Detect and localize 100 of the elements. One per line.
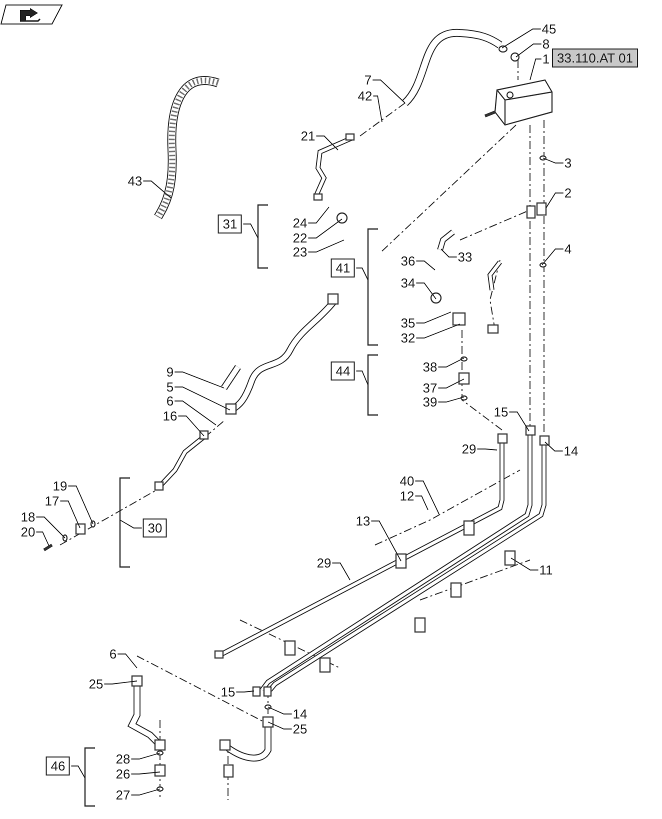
callout-number: 27 bbox=[116, 788, 130, 802]
leader-line bbox=[356, 370, 368, 386]
leader-line bbox=[70, 766, 86, 778]
leader-line bbox=[440, 248, 458, 258]
callout-number: 13 bbox=[356, 514, 370, 528]
leader-line bbox=[68, 486, 94, 524]
leader-line bbox=[60, 500, 80, 528]
leader-line bbox=[104, 680, 138, 684]
leader-line bbox=[178, 416, 204, 436]
leader-line bbox=[36, 532, 50, 546]
callout-number: 42 bbox=[358, 88, 372, 104]
leader-line bbox=[414, 496, 428, 510]
leader-line bbox=[268, 722, 292, 730]
leader-line bbox=[438, 358, 464, 368]
callout-number: 20 bbox=[20, 524, 36, 540]
leader-line bbox=[242, 224, 258, 238]
leader-line bbox=[516, 44, 542, 58]
callout-number: 14 bbox=[292, 706, 308, 722]
kit-number-box: 41 bbox=[330, 258, 356, 278]
leader-line bbox=[370, 520, 402, 562]
leader-line bbox=[502, 28, 542, 48]
kit-number-box: 44 bbox=[330, 362, 356, 380]
callout-number: 2 bbox=[564, 186, 572, 200]
callout-number: 43 bbox=[128, 174, 142, 188]
callout-number: 9 bbox=[166, 364, 174, 380]
callout-number: 37 bbox=[422, 380, 438, 396]
callout-number: 11 bbox=[539, 562, 553, 578]
callout-number: 15 bbox=[220, 684, 236, 700]
leader-line bbox=[308, 218, 342, 238]
leader-line bbox=[332, 562, 350, 580]
leader-line bbox=[510, 558, 539, 570]
leader-line bbox=[438, 378, 464, 388]
callout-number: 22 bbox=[292, 230, 308, 246]
leader-line bbox=[308, 206, 330, 224]
callout-number: 33 bbox=[458, 250, 472, 264]
leader-line bbox=[542, 158, 564, 164]
leader-line bbox=[530, 58, 542, 80]
callout-number: 38 bbox=[422, 360, 438, 374]
callout-number: 40 bbox=[400, 474, 414, 488]
leader-line bbox=[236, 690, 254, 692]
callout-number: 3 bbox=[564, 156, 572, 170]
callout-number: 32 bbox=[400, 330, 416, 346]
callout-number: 12 bbox=[400, 488, 414, 504]
leader-line bbox=[268, 706, 292, 714]
callout-number: 25 bbox=[292, 722, 308, 736]
leader-line bbox=[36, 516, 66, 538]
callout-number: 8 bbox=[542, 36, 550, 52]
callout-number: 7 bbox=[364, 72, 372, 88]
leader-line bbox=[130, 772, 160, 774]
leader-line bbox=[120, 520, 142, 528]
callout-number: 36 bbox=[400, 254, 416, 268]
callout-number: 6 bbox=[109, 646, 117, 662]
kit-number-box: 46 bbox=[46, 756, 70, 776]
leader-line bbox=[476, 448, 498, 450]
callout-number: 35 bbox=[400, 316, 416, 330]
callout-number: 25 bbox=[88, 676, 104, 692]
leader-line bbox=[544, 442, 564, 452]
callout-number: 23 bbox=[292, 244, 308, 260]
leader-line bbox=[130, 752, 160, 760]
callout-number: 39 bbox=[422, 394, 438, 410]
callout-number: 1 bbox=[542, 52, 550, 66]
kit-number-box: 30 bbox=[142, 518, 168, 538]
leader-line bbox=[174, 400, 216, 426]
leader-line bbox=[542, 248, 564, 266]
callout-number: 29 bbox=[316, 556, 332, 570]
leader-line bbox=[372, 96, 382, 122]
callout-number: 29 bbox=[462, 442, 476, 456]
leader-line bbox=[508, 412, 530, 432]
callout-number: 19 bbox=[52, 478, 68, 494]
callout-number: 5 bbox=[166, 380, 174, 394]
leader-line bbox=[438, 396, 464, 402]
callout-number: 17 bbox=[44, 494, 60, 508]
leader-line bbox=[117, 654, 138, 668]
leader-line bbox=[316, 136, 338, 150]
leader-line bbox=[142, 180, 172, 198]
leader-line bbox=[356, 268, 368, 280]
leader-line bbox=[372, 80, 406, 104]
leader-line bbox=[546, 192, 564, 208]
leader-line bbox=[174, 372, 224, 388]
callout-number: 4 bbox=[564, 242, 572, 256]
leader-line bbox=[416, 282, 436, 300]
callout-number: 14 bbox=[564, 444, 578, 458]
leader-line bbox=[308, 240, 344, 252]
reference-box: 33.110.AT 01 bbox=[552, 48, 638, 68]
leader-line bbox=[416, 324, 460, 338]
callout-number: 16 bbox=[162, 408, 178, 424]
callout-number: 34 bbox=[400, 276, 416, 290]
callout-number: 28 bbox=[116, 752, 130, 766]
callout-number: 26 bbox=[116, 766, 130, 782]
callout-number: 24 bbox=[292, 216, 308, 230]
leader-line bbox=[130, 788, 160, 796]
callout-number: 15 bbox=[494, 404, 508, 420]
callout-number: 45 bbox=[542, 22, 556, 36]
leader-line bbox=[416, 260, 436, 270]
callout-number: 18 bbox=[20, 510, 36, 524]
leader-line bbox=[414, 480, 440, 514]
callout-number: 21 bbox=[300, 128, 316, 144]
kit-number-box: 31 bbox=[218, 214, 242, 234]
leader-line bbox=[174, 386, 230, 410]
callout-number: 6 bbox=[166, 394, 174, 408]
